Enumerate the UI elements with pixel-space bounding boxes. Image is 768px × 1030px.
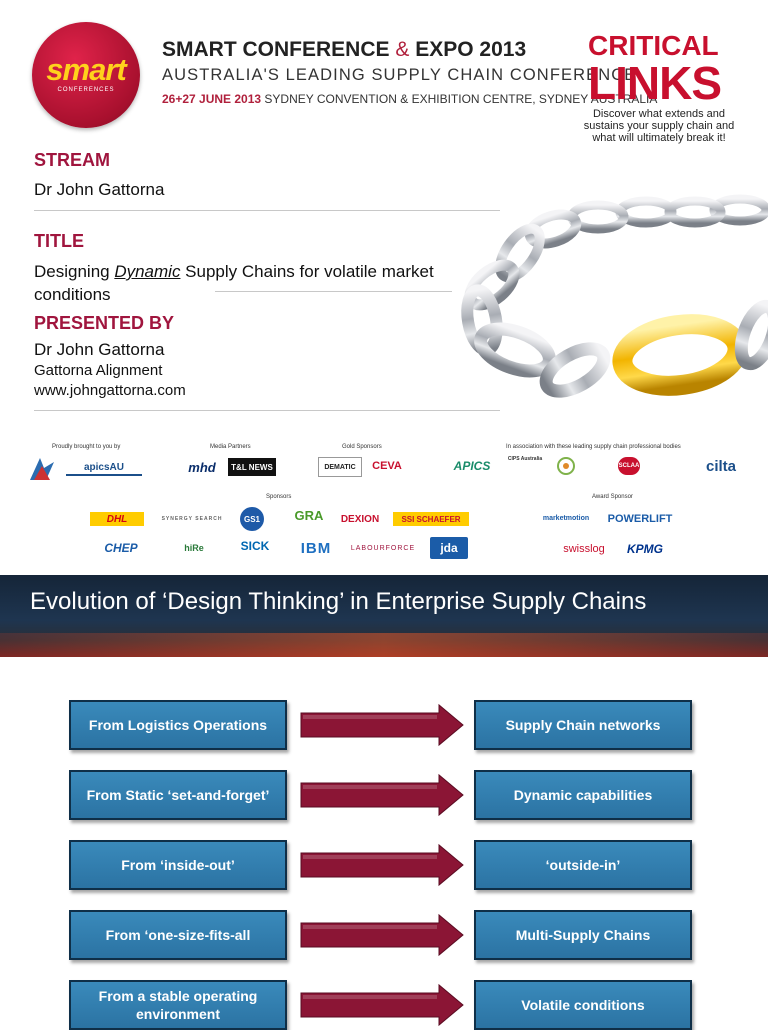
synergy-search-logo: SYNERGY SEARCH [161,516,223,522]
gra-logo: GRA [294,507,324,523]
city-lights-decoration [0,633,768,657]
conference-title-slide: smart CONFERENCES SMART CONFERENCE & EXP… [26,22,768,559]
slide-title: Evolution of ‘Design Thinking’ in Enterp… [30,588,647,615]
right-arrow-icon [300,983,464,1027]
design-thinking-slide: Evolution of ‘Design Thinking’ in Enterp… [0,575,768,1030]
from-box: From ‘inside-out’ [69,840,287,890]
apics-au-logo: apicsAU [66,460,142,476]
from-box: From ‘one-size-fits-all [69,910,287,960]
brought-to-you-label: Proudly brought to you by [52,444,121,450]
apics-au-emblem-logo [26,454,58,484]
slide-banner: Evolution of ‘Design Thinking’ in Enterp… [0,575,768,657]
ceva-logo: CEVA [372,460,402,472]
award-sponsor-label: Award Sponsor [592,494,633,500]
media-partners-label: Media Partners [210,444,251,450]
critical-links-subtitle: Discover what extends and sustains your … [583,108,735,144]
presenter-website[interactable]: www.johngattorna.com [34,382,186,399]
kpmg-logo: KPMG [627,542,663,556]
right-arrow-icon [300,703,464,747]
gold-sponsors-label: Gold Sponsors [342,444,382,450]
conference-title: SMART CONFERENCE & EXPO 2013 [162,38,527,61]
stream-label: STREAM [34,150,110,170]
dexion-logo: DEXION [340,513,380,525]
association-emblem-logo [556,455,576,477]
smart-conferences-logo: smart CONFERENCES [32,22,140,128]
conference-tagline: AUSTRALIA'S LEADING SUPPLY CHAIN CONFERE… [162,66,637,84]
powerlift-logo: POWERLIFT [607,513,673,525]
to-box: Dynamic capabilities [474,770,692,820]
jda-logo: jda [430,537,468,559]
divider [34,410,500,411]
right-arrow-icon [300,913,464,957]
presenter-name: Dr John Gattorna [34,340,165,359]
conference-dates-venue: 26+27 JUNE 2013 SYDNEY CONVENTION & EXHI… [162,92,658,106]
ibm-logo: IBM [300,539,332,557]
links-heading: LINKS [588,57,722,109]
sick-logo: SICK [240,539,270,553]
critical-heading: CRITICAL [588,30,719,61]
right-arrow-icon [300,843,464,887]
from-box: From Logistics Operations [69,700,287,750]
cilta-logo: cilta [705,457,736,475]
divider [215,291,452,292]
presented-by-label: PRESENTED BY [34,313,175,333]
to-box: Multi-Supply Chains [474,910,692,960]
association-label: In association with these leading supply… [506,444,681,450]
stream-value: Dr John Gattorna [34,180,165,199]
title-label: TITLE [34,231,84,251]
apics-logo: APICS [453,459,491,473]
sclaa-logo: SCLAA [618,457,640,475]
swisslog-logo: swisslog [563,543,605,555]
mhd-logo: mhd [188,459,216,475]
to-box: ‘outside-in’ [474,840,692,890]
ssi-schaefer-logo: SSI SCHAEFER [393,512,469,526]
to-box: Volatile conditions [474,980,692,1030]
chep-logo: CHEP [104,541,138,555]
logo-subtext: CONFERENCES [57,87,115,93]
marketmotion-logo: marketmotion [542,514,590,522]
presenter-org: Gattorna Alignment [34,362,163,379]
cips-australia-logo: CIPS Australia [507,456,543,462]
chain-links-image [461,194,768,398]
hire-logo: hiRe [184,543,204,553]
tl-news-logo: T&L NEWS [228,458,276,476]
labourforce-logo: LABOURFORCE [350,544,416,552]
dematic-logo: DEMATIC [318,457,362,477]
dhl-logo: DHL [90,512,144,526]
gs1-logo: GS1 [240,507,264,531]
to-box: Supply Chain networks [474,700,692,750]
right-arrow-icon [300,773,464,817]
from-box: From Static ‘set-and-forget’ [69,770,287,820]
divider [34,210,500,211]
talk-title: Designing Dynamic Supply Chains for vola… [34,262,434,304]
from-box: From a stable operating environment [69,980,287,1030]
sponsors-label: Sponsors [266,494,292,500]
logo-text: smart [46,52,126,87]
